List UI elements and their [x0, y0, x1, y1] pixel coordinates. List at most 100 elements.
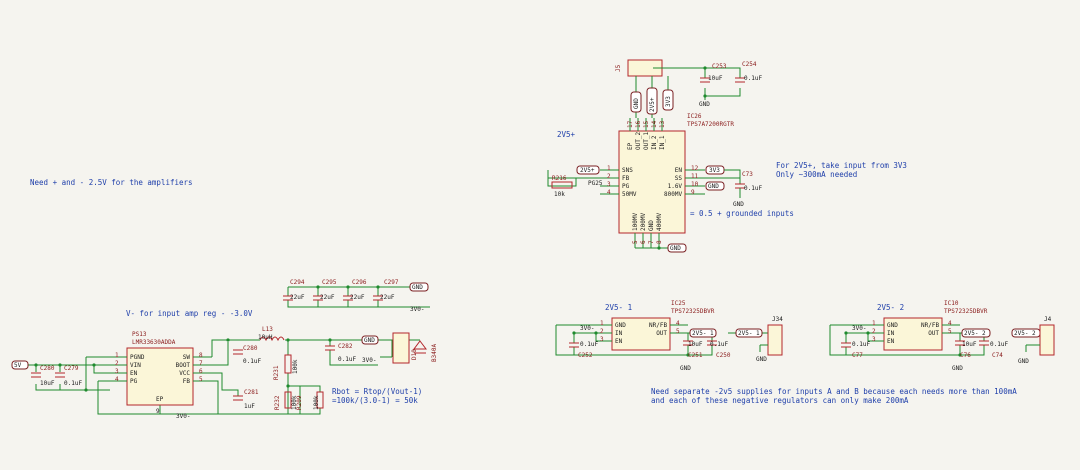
svg-text:22uF: 22uF	[290, 294, 305, 301]
ps13-pin-pg: PG	[130, 378, 138, 385]
capacitor-c279[interactable]: C279 0.1uF	[55, 365, 82, 387]
inductor-l13[interactable]: L13 10uH	[258, 326, 285, 342]
gnd-label-c253: GND	[699, 101, 710, 108]
svg-text:LMR33630ADDA: LMR33630ADDA	[132, 339, 176, 346]
ic26-pin-num-10: 10	[691, 181, 699, 188]
svg-text:100k: 100k	[292, 359, 299, 374]
net-gnd-ic26-bottom: GND	[667, 243, 687, 253]
vminus-note: V- for input amp reg - -3.0V	[126, 309, 253, 318]
svg-text:2V5+: 2V5+	[580, 167, 595, 174]
svg-text:0.1uF: 0.1uF	[852, 341, 870, 348]
ps13-pin-en: EN	[130, 370, 138, 377]
resistor-r231[interactable]: R231 100k	[273, 354, 299, 380]
svg-text:L13: L13	[262, 326, 273, 333]
capacitor-c296[interactable]: C296 22uF	[343, 279, 367, 301]
svg-text:3V3: 3V3	[709, 167, 720, 174]
net-3v0m-d10: 3V0-	[362, 357, 376, 364]
ic25-pin-nr/fb: NR/FB	[649, 322, 667, 329]
pg25-net: PG25	[588, 180, 603, 187]
capacitor-c253[interactable]: C253 10uF	[700, 63, 727, 83]
svg-text:C296: C296	[352, 279, 367, 286]
ic26-pin-sns: SNS	[622, 167, 633, 174]
p2v5-note-2: Only ~300mA needed	[776, 170, 857, 179]
gnd-label-ic25: GND	[680, 365, 691, 372]
ic26-regulator[interactable]: IC26 TPS7A7200RGTR	[618, 113, 734, 234]
ps13-ep-pin: EP	[156, 396, 164, 403]
ic25-pin-out: OUT	[656, 330, 667, 337]
svg-text:100k: 100k	[291, 395, 298, 410]
capacitor-c280-input[interactable]: C280 10uF	[31, 365, 55, 387]
capacitor-c280-boot[interactable]: C280 0.1uF	[233, 345, 261, 365]
neg-supply-note-1: Need separate -2v5 supplies for inputs A…	[651, 387, 1017, 396]
j34-connector[interactable]: J34	[767, 316, 783, 356]
ic26-pin-num-3: 3	[607, 181, 611, 188]
capacitor-c73[interactable]: C73 0.1uF	[735, 171, 762, 192]
capacitor-c251[interactable]: 10uF C251	[683, 340, 703, 359]
net-5v-input: 5V	[11, 360, 29, 370]
ic25-pin-num-1: 1	[600, 320, 604, 327]
svg-text:J4: J4	[1044, 316, 1052, 323]
svg-text:GND: GND	[708, 183, 719, 190]
ic26-pin-num-12: 12	[691, 165, 699, 172]
ic26-pin-num-9: 9	[691, 189, 695, 196]
ic26-top-pin-out_2: OUT_2	[635, 132, 642, 150]
ic25-pin-num-2: 2	[600, 328, 604, 335]
capacitor-c294[interactable]: C294 22uF	[283, 279, 305, 301]
ic10-pin-en: EN	[887, 338, 895, 345]
rbot-formula: Rbot = Rtop/(Vout-1)	[332, 387, 422, 396]
j4-connector[interactable]: J4	[1039, 316, 1055, 356]
ic26-top-pin-num-13: 13	[659, 120, 666, 128]
ic26-pin-50mv: 50MV	[622, 191, 637, 198]
capacitor-c295[interactable]: C295 22uF	[313, 279, 337, 301]
net-2v5m1-out: 2V5- 1	[689, 328, 717, 338]
ic26-top-pin-ep: EP	[627, 142, 634, 150]
capacitor-c281[interactable]: C281 1uF	[233, 389, 259, 410]
ic10-pin-gnd: GND	[887, 322, 898, 329]
capacitor-c254[interactable]: C254 0.1uF	[735, 61, 762, 83]
svg-text:TPS72325DBVR: TPS72325DBVR	[944, 308, 988, 315]
capacitor-c77[interactable]: 0.1uF C77	[841, 341, 870, 359]
svg-text:10uF: 10uF	[688, 341, 703, 348]
svg-text:C77: C77	[852, 352, 863, 359]
ic26-bottom-pin-100mv: 100MV	[632, 213, 639, 231]
svg-text:22uF: 22uF	[320, 294, 335, 301]
ic10-regulator[interactable]: IC10 TPS72325DBVR	[883, 300, 988, 351]
svg-text:3V3: 3V3	[665, 96, 672, 107]
capacitor-c282[interactable]: C282 0.1uF	[325, 343, 356, 363]
resistor-r232[interactable]: R232	[274, 391, 292, 410]
ps13-regulator[interactable]: PS13 LMR33630ADDA	[126, 331, 194, 406]
net-2v5m1-j34: 2V5- 1	[735, 328, 763, 338]
resistor-r209[interactable]: R209 100k 100k	[291, 391, 324, 410]
capacitor-c297[interactable]: C297 22uF	[373, 279, 399, 301]
ps13-pin-num-3: 3	[115, 368, 119, 375]
diode-d10[interactable]: D10 B340A	[392, 332, 438, 364]
svg-text:C250: C250	[716, 352, 731, 359]
section-2v5m1: 2V5- 1	[605, 303, 632, 312]
ic26-bottom-pin-gnd: GND	[648, 220, 655, 231]
ic25-regulator[interactable]: IC25 TPS72325DBVR	[611, 300, 715, 351]
ps13-pin-vcc: VCC	[179, 370, 190, 377]
ic26-pin-800mv: 800MV	[664, 191, 682, 198]
ps13-pin-num-1: 1	[115, 352, 119, 359]
net-3v3-j5: 3V3	[662, 89, 674, 111]
capacitor-c250[interactable]: 0.1uF C250	[707, 340, 731, 359]
grounded-note: = 0.5 + grounded inputs	[690, 209, 794, 218]
capacitor-c252[interactable]: 0.1uF C252	[569, 341, 598, 359]
svg-text:GND: GND	[412, 284, 423, 291]
svg-text:J34: J34	[772, 316, 783, 323]
p2v5-note-1: For 2V5+, take input from 3V3	[776, 161, 907, 170]
svg-text:1uF: 1uF	[244, 403, 255, 410]
capacitor-c74[interactable]: 0.1uF C74	[979, 340, 1008, 359]
capacitor-c76[interactable]: 10uF C76	[955, 340, 977, 359]
ps13-pin-num-5: 5	[199, 376, 203, 383]
ic26-pin-en: EN	[675, 167, 683, 174]
ic25-pin-num-4: 4	[676, 320, 680, 327]
net-3v3-en: 3V3	[705, 165, 725, 175]
resistor-r216[interactable]: R216 10k	[551, 175, 573, 198]
svg-text:22uF: 22uF	[380, 294, 395, 301]
svg-text:0.1uF: 0.1uF	[243, 358, 261, 365]
ic25-pin-en: EN	[615, 338, 623, 345]
gnd-label-j34: GND	[756, 356, 767, 363]
svg-text:C297: C297	[384, 279, 399, 286]
net-2v5m2-j4: 2V5- 2	[1011, 328, 1041, 338]
